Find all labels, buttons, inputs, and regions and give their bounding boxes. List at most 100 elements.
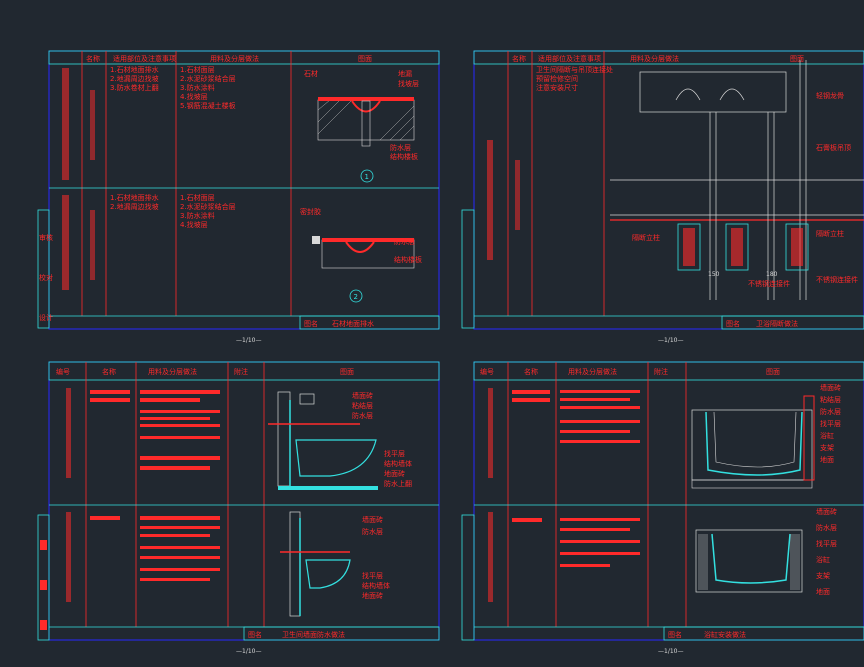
detail-marker-2	[349, 289, 363, 303]
header-b-name: 名称	[512, 54, 526, 63]
sheet-a: 名称 适用部位及注意事项 用料及分层做法 图面 1.石材地面排水 2.地漏周边找…	[37, 50, 440, 344]
callout-b6: 不锈钢连接件	[748, 279, 790, 288]
callout-c1: 墙面砖	[352, 391, 373, 400]
header-drawing: 图面	[358, 55, 372, 63]
scale-d: —1/10—	[658, 648, 683, 655]
callout-c11: 结构墙体	[362, 581, 390, 590]
note-b1: 卫生间隔断与吊顶连接处	[536, 65, 613, 74]
title-block-c: 卫生间墙面防水做法	[282, 630, 345, 639]
title-block-b: 卫浴隔断做法	[756, 319, 798, 328]
callout-d3: 防水层	[820, 407, 841, 416]
note-left-1b: 1.石材地面排水	[110, 193, 159, 202]
note-mid-2: 2.水泥砂浆结合层	[180, 74, 236, 83]
title-block-a: 石材地面排水	[332, 319, 374, 328]
callout-b2: 石膏板吊顶	[816, 143, 851, 152]
callout-a8: 结构楼板	[394, 255, 422, 264]
callout-b3: 隔断立柱	[816, 229, 844, 238]
note-left-1: 1.石材地面排水	[110, 65, 159, 74]
callout-b4: 不锈钢连接件	[816, 275, 858, 284]
header-notes: 适用部位及注意事项	[113, 54, 176, 63]
header-c-layers: 用料及分层做法	[148, 367, 197, 376]
callout-d1: 墙面砖	[820, 383, 841, 392]
title-block-d: 浴缸安装做法	[704, 630, 746, 639]
callout-c7: 防水上翻	[384, 479, 412, 488]
note-b2: 预留检修空间	[536, 74, 578, 83]
note-mid-2b: 2.水泥砂浆结合层	[180, 202, 236, 211]
callout-b1: 轻钢龙骨	[816, 91, 844, 100]
side-label-a2: 校对	[39, 273, 53, 282]
note-b3: 注意安装尺寸	[536, 83, 578, 92]
callout-c3: 防水层	[352, 411, 373, 420]
header-c-name: 名称	[102, 367, 116, 376]
callout-d9: 防水层	[816, 523, 837, 532]
callout-a5: 结构楼板	[390, 152, 418, 161]
callout-c6: 地面砖	[384, 469, 405, 478]
sheet-b: 名称 适用部位及注意事项 用料及分层做法 图面 卫生间隔断与吊顶连接处 预留检修…	[461, 50, 864, 344]
callout-d13: 地面	[816, 587, 830, 596]
callout-a3: 找坡层	[398, 79, 419, 88]
callout-a2: 地漏	[398, 69, 412, 78]
note-mid-4: 4.找坡层	[180, 92, 208, 101]
title-block-b-label: 图名	[726, 319, 740, 328]
header-c-note: 附注	[234, 367, 248, 376]
scale-b: —1/10—	[658, 337, 683, 344]
sheet-c: 编号 名称 用料及分层做法 附注 图面 墙面砖 粘结层 防水层 找平层 结构墙体	[37, 361, 440, 655]
callout-a7: 防水层	[394, 237, 415, 246]
callout-d11: 浴缸	[816, 555, 830, 564]
detail-marker-1	[360, 169, 374, 183]
note-left-2b: 2.地漏周边找坡	[110, 202, 159, 211]
dim-b1: 150	[708, 271, 720, 278]
header-d-drawing: 图面	[766, 368, 780, 376]
detail-marker-1-label: 1	[365, 173, 369, 181]
side-label-a1: 审核	[39, 233, 53, 242]
callout-a1: 石材	[304, 69, 318, 78]
callout-b5: 隔断立柱	[632, 233, 660, 242]
header-c-no: 编号	[56, 367, 70, 376]
callout-d8: 墙面砖	[816, 507, 837, 516]
title-block-a-label: 图名	[304, 319, 318, 328]
note-mid-1b: 1.石材面层	[180, 193, 215, 202]
callout-d6: 支架	[820, 443, 834, 452]
note-left-2: 2.地漏周边找坡	[110, 74, 159, 83]
note-mid-3b: 3.防水涂料	[180, 211, 215, 220]
callout-c9: 防水层	[362, 527, 383, 536]
header-d-layers: 用料及分层做法	[568, 367, 617, 376]
header-layers: 用料及分层做法	[210, 54, 259, 63]
title-block-d-label: 图名	[668, 630, 682, 639]
header-d-no: 编号	[480, 367, 494, 376]
scale-a: —1/10—	[236, 337, 261, 344]
callout-d2: 粘结层	[820, 395, 841, 404]
sheet-d: 编号 名称 用料及分层做法 附注 图面 墙面砖 粘结层 防水层 找平层 浴缸 支…	[461, 361, 864, 655]
callout-c2: 粘结层	[352, 401, 373, 410]
header-b-layers: 用料及分层做法	[630, 54, 679, 63]
title-block-c-label: 图名	[248, 630, 262, 639]
callout-c12: 地面砖	[362, 591, 383, 600]
header-d-name: 名称	[524, 367, 538, 376]
callout-d5: 浴缸	[820, 431, 834, 440]
callout-c5: 结构墙体	[384, 459, 412, 468]
callout-c10: 找平层	[362, 571, 383, 580]
callout-c8: 墙面砖	[362, 515, 383, 524]
callout-d10: 找平层	[816, 539, 837, 548]
note-mid-1: 1.石材面层	[180, 65, 215, 74]
callout-a4: 防水层	[390, 143, 411, 152]
header-name: 名称	[86, 54, 100, 63]
header-c-drawing: 图面	[340, 368, 354, 376]
detail-marker-2-label: 2	[354, 293, 358, 301]
note-mid-5: 5.钢筋混凝土楼板	[180, 101, 236, 110]
header-d-note: 附注	[654, 367, 668, 376]
callout-d12: 支架	[816, 571, 830, 580]
callout-d4: 找平层	[820, 419, 841, 428]
note-left-3: 3.防水卷材上翻	[110, 83, 159, 92]
header-b-notes: 适用部位及注意事项	[538, 54, 601, 63]
note-mid-4b: 4.找坡层	[180, 220, 208, 229]
header-b-drawing: 图面	[790, 55, 804, 63]
callout-d7: 地面	[820, 455, 834, 464]
scale-c: —1/10—	[236, 648, 261, 655]
callout-c4: 找平层	[384, 449, 405, 458]
dim-b2: 180	[766, 271, 778, 278]
side-label-a3: 设计	[39, 313, 53, 322]
callout-a6: 密封胶	[300, 207, 321, 216]
note-mid-3: 3.防水涂料	[180, 83, 215, 92]
